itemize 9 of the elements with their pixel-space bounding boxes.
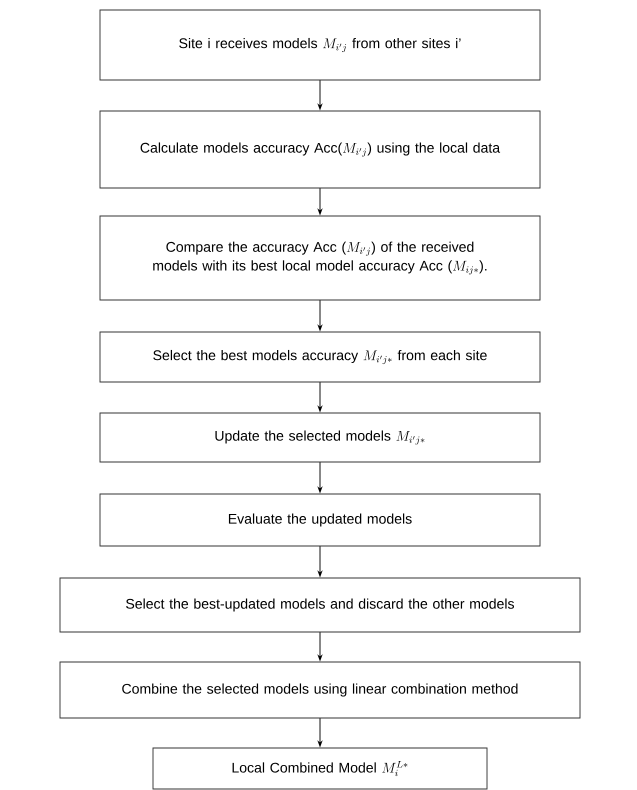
process-box: Update the selected models $M_{i'j*}$ [100,412,540,462]
process-box: Compare the accuracy Acc ($M_{i' j}$) of the received models with its best local model accuracy Acc ($M_{ij*}$). [100,216,540,300]
process-box: Select the best models accuracy $M_{i'j*}$ from each site [100,332,540,382]
process-box: Site i receives models $M_{i' j}$ from other sites i’ [100,10,540,80]
process-box: Combine the selected models using linear combination method [60,662,580,718]
process-box: Evaluate the updated models [100,494,540,546]
process-box: Select the best-updated models and discard the other models [60,578,580,632]
process-box: Local Combined Model $M_{i}^{L*}$ [152,748,488,790]
process-box: Calculate models accuracy Acc($M_{i' j}$) using the local data [100,110,540,188]
